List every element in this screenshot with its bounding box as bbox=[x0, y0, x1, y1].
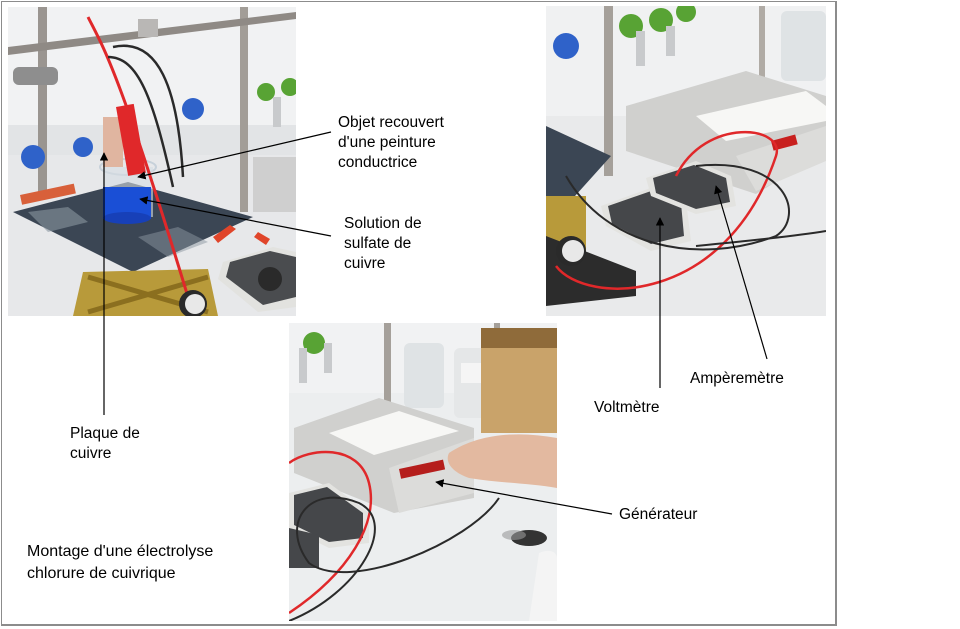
label-voltmetre: Voltmètre bbox=[594, 399, 660, 416]
label-plaque-line-2: cuivre bbox=[70, 445, 112, 462]
label-solution-line-1: Solution de bbox=[344, 215, 422, 232]
label-objet: Objet recouvert d'une peinture conductri… bbox=[338, 113, 444, 173]
label-generateur: Générateur bbox=[619, 506, 698, 523]
label-plaque-line-1: Plaque de bbox=[70, 425, 140, 442]
figure-caption: Montage d'une électrolyse chlorure de cu… bbox=[27, 541, 213, 585]
label-objet-line-1: Objet recouvert bbox=[338, 114, 444, 131]
electrolysis-setup-photo bbox=[8, 7, 296, 316]
label-solution: Solution de sulfate de cuivre bbox=[344, 214, 422, 274]
generator-photo bbox=[289, 323, 557, 621]
label-amperemetre: Ampèremètre bbox=[690, 370, 784, 387]
caption-line-1: Montage d'une électrolyse bbox=[27, 543, 214, 560]
label-objet-line-3: conductrice bbox=[338, 154, 418, 171]
caption-line-2: chlorure de cuivrique bbox=[27, 565, 176, 582]
label-solution-line-2: sulfate de bbox=[344, 235, 412, 252]
label-solution-line-3: cuivre bbox=[344, 255, 386, 272]
multimeters-photo bbox=[546, 6, 826, 316]
label-plaque: Plaque de cuivre bbox=[70, 424, 140, 464]
label-objet-line-2: d'une peinture bbox=[338, 134, 436, 151]
